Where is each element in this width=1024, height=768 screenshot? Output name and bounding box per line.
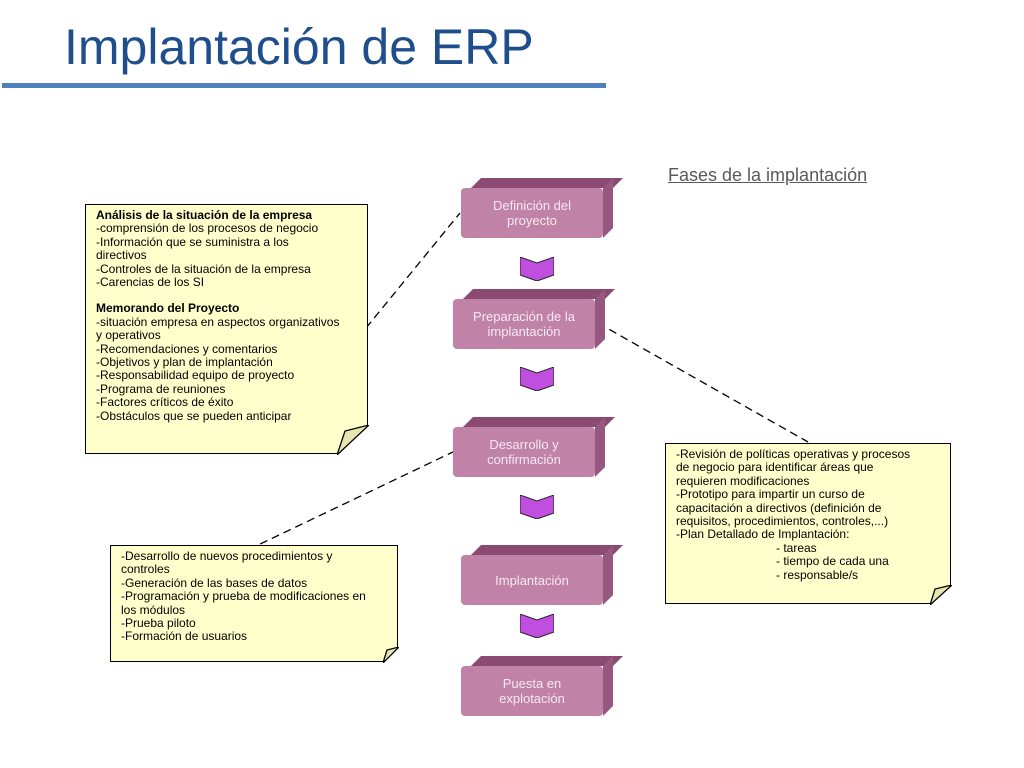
- note-desarrollo: -Desarrollo de nuevos procedimientos y c…: [110, 545, 399, 663]
- phase-label: Implantación: [495, 572, 569, 588]
- chevron-down-arrow-icon: [520, 495, 554, 519]
- phases-heading: Fases de la implantación: [668, 165, 868, 185]
- folded-corner-icon: [382, 646, 399, 663]
- slide-title: Implantación de ERP: [64, 19, 534, 75]
- chevron-down-arrow-icon: [520, 257, 554, 281]
- connector-definition-to-analysis: [365, 212, 461, 329]
- folded-corner-icon: [929, 584, 952, 605]
- note-analisis: Análisis de la situación de la empresa -…: [85, 204, 369, 455]
- connector-preparation-to-note: [597, 322, 809, 443]
- chevron-down-arrow-icon: [520, 614, 554, 638]
- folded-corner-icon: [336, 424, 369, 455]
- note-preparacion: -Revisión de políticas operativas y proc…: [665, 443, 952, 605]
- connector-development-to-note: [255, 450, 456, 547]
- title-underline: [2, 83, 606, 88]
- chevron-down-arrow-icon: [520, 367, 554, 391]
- phase-implantacion: Implantación: [461, 545, 623, 605]
